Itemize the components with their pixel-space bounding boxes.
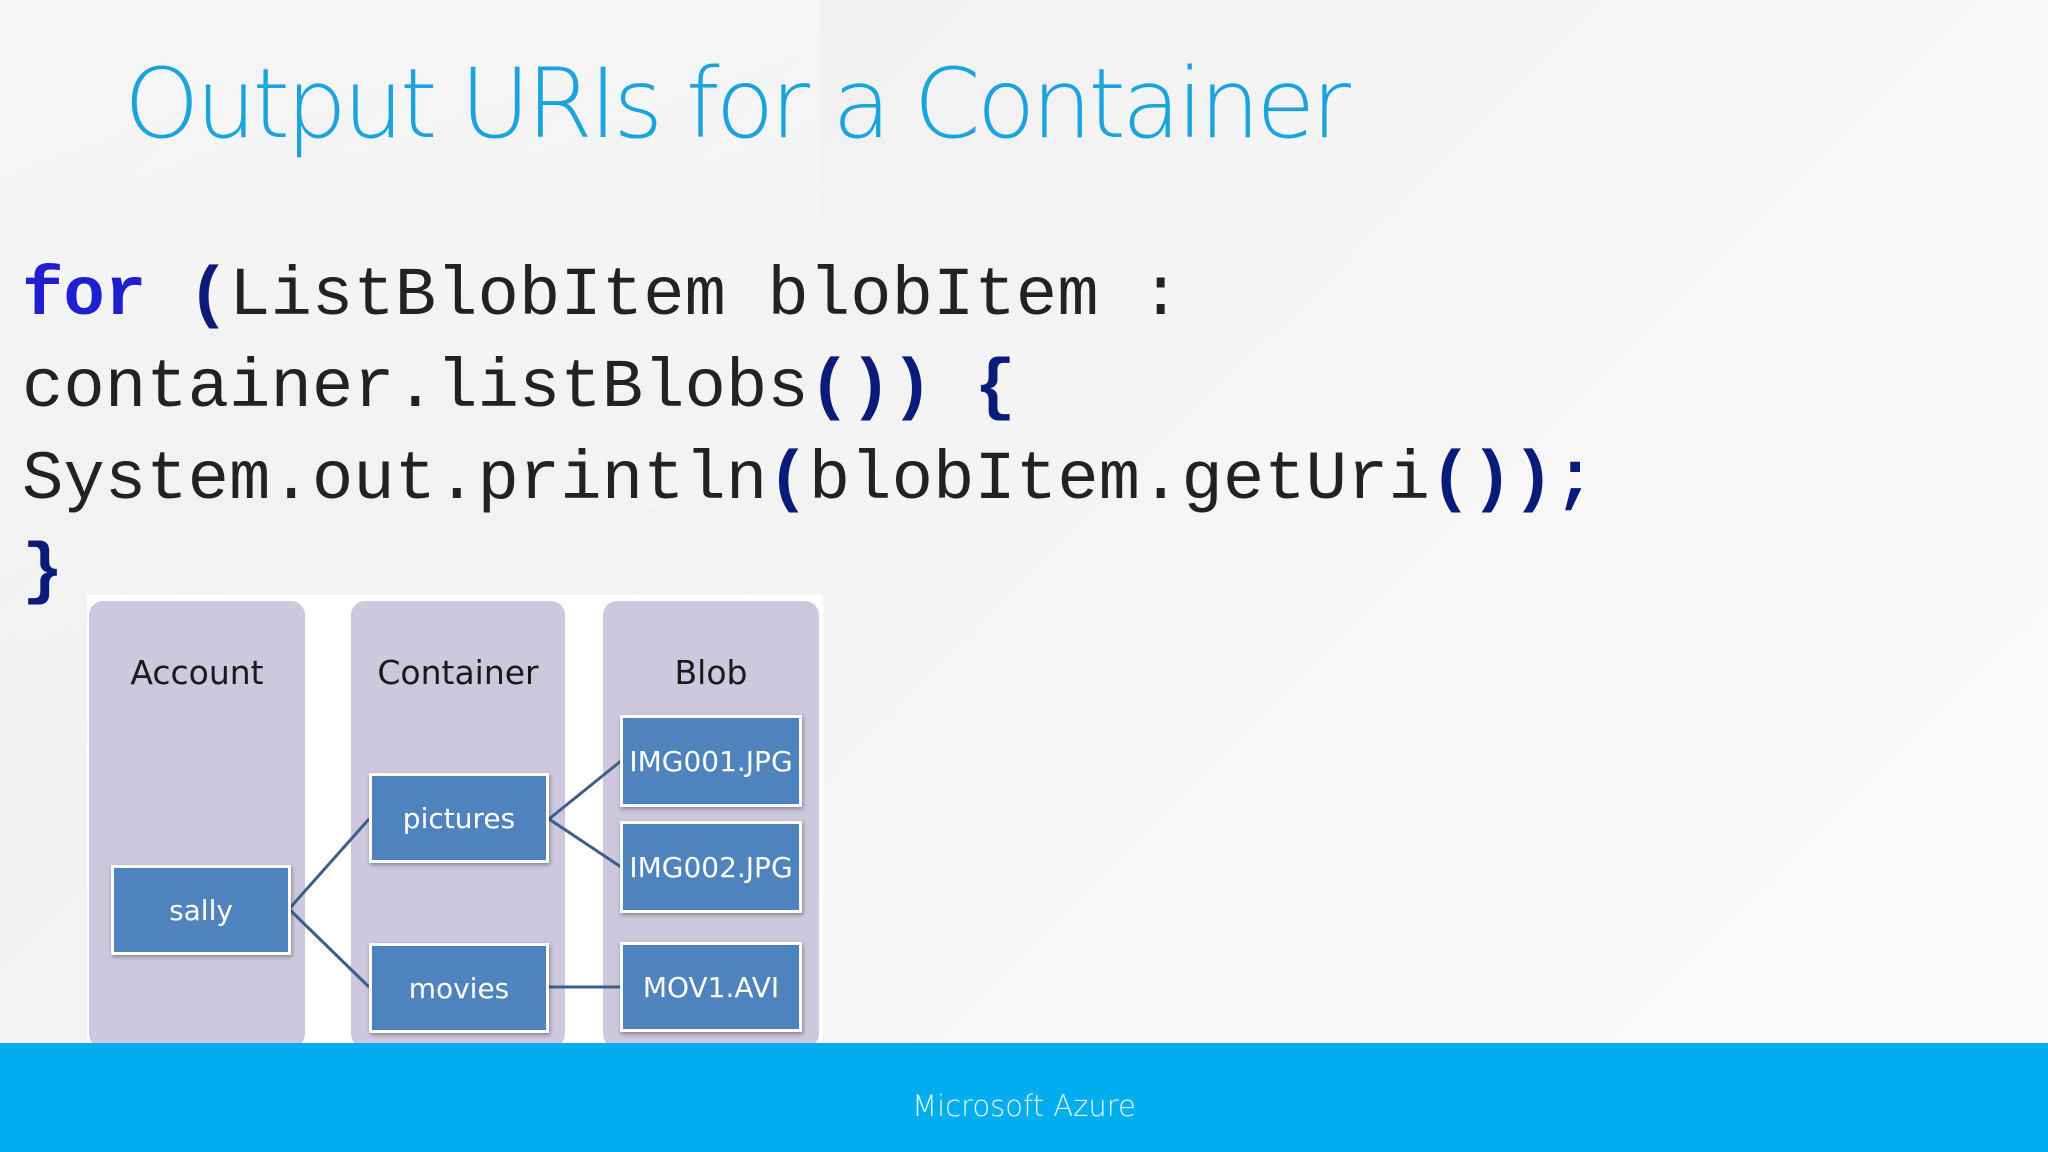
slide-title: Output URIs for a Container	[124, 48, 1351, 160]
footer-brand: Microsoft Azure	[912, 1089, 1136, 1123]
open-brace: {	[974, 349, 1016, 427]
connector-pictures-img002	[548, 817, 622, 869]
open-paren: (	[767, 441, 809, 519]
code-text: ListBlobItem blobItem :	[229, 257, 1182, 335]
account-column: Account	[89, 601, 305, 1048]
connector-sally-movies	[287, 907, 371, 989]
code-line-3: System.out.println(blobItem.getUri());	[22, 441, 1596, 519]
footer-bar: Microsoft Azure	[0, 1043, 2048, 1152]
blob-node-img001: IMG001.JPG	[620, 715, 802, 807]
connector-sally-pictures	[287, 818, 371, 910]
blob-column-label: Blob	[674, 653, 748, 692]
code-text: System.out.println	[22, 441, 768, 519]
keyword-for: for	[22, 257, 147, 335]
blob-node-img002: IMG002.JPG	[620, 821, 802, 913]
connector-pictures-img001	[548, 759, 622, 821]
code-line-1: for (ListBlobItem blobItem :	[22, 257, 1181, 335]
code-line-4: }	[22, 533, 63, 611]
container-node-movies: movies	[369, 943, 549, 1033]
code-block: for (ListBlobItem blobItem : container.l…	[22, 250, 1596, 618]
parens: ())	[808, 349, 933, 427]
open-paren: (	[187, 257, 230, 335]
blob-node-mov1: MOV1.AVI	[620, 942, 802, 1032]
close-brace: }	[22, 533, 64, 611]
semicolon: ;	[1554, 441, 1596, 519]
code-text: blobItem.getUri	[808, 441, 1430, 519]
container-column-label: Container	[377, 653, 539, 692]
connector-lines	[287, 759, 622, 989]
code-line-2: container.listBlobs()) {	[22, 349, 1016, 427]
code-text: container.listBlobs	[22, 349, 809, 427]
account-node-sally: sally	[111, 865, 291, 955]
storage-hierarchy-diagram: Account Container Blob sally pictures mo…	[87, 595, 823, 1053]
close-parens: ())	[1429, 441, 1555, 519]
container-node-pictures: pictures	[369, 773, 549, 863]
account-column-label: Account	[130, 653, 264, 692]
